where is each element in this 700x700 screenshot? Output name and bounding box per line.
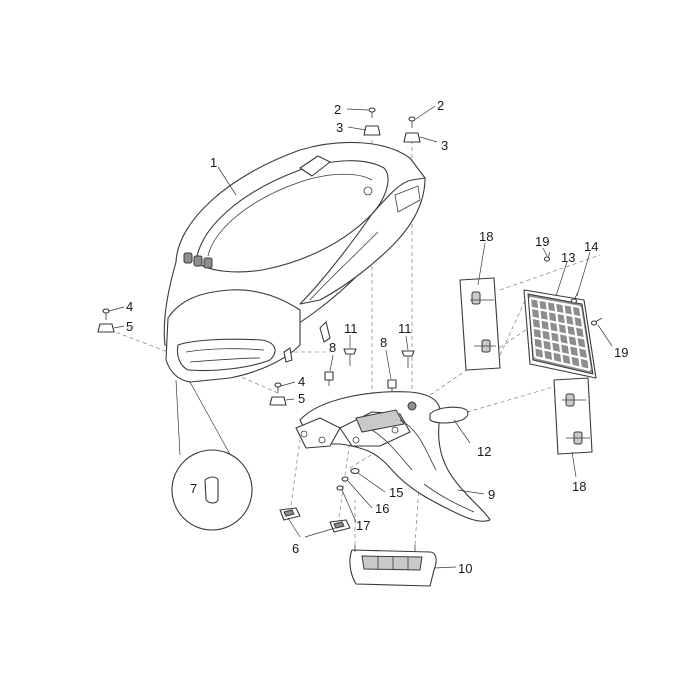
callout-4-lower: 4 [298, 374, 305, 389]
top-screw-left [368, 107, 376, 118]
grid-line [534, 355, 591, 372]
callout-5-lower: 5 [298, 391, 305, 406]
bolt-11-left [343, 348, 357, 366]
plate-panel-lower [553, 377, 593, 455]
callout-16: 16 [375, 501, 389, 516]
left-clip-lower [269, 396, 287, 406]
callout-10: 10 [458, 561, 472, 576]
speed-nut-left [279, 507, 301, 521]
screw-19-upper [543, 251, 551, 262]
callout-6: 6 [292, 541, 299, 556]
callout-1: 1 [210, 155, 217, 170]
callout-2-right: 2 [437, 98, 444, 113]
callout-14: 14 [584, 239, 598, 254]
licence-plate-light [349, 545, 437, 587]
callout-18-upper: 18 [479, 229, 493, 244]
callout-4-left: 4 [126, 299, 133, 314]
screw-14 [570, 291, 579, 304]
left-screw-upper [102, 308, 110, 320]
callout-19-lower: 19 [614, 345, 628, 360]
top-clip-left [363, 125, 381, 136]
callout-labels: 1 2 2 3 3 4 4 5 5 6 7 8 8 9 10 11 11 12 … [126, 98, 628, 576]
leader-lines [108, 105, 613, 569]
top-clip-right [403, 132, 421, 143]
callout-2-left: 2 [334, 102, 341, 117]
callout-13: 13 [561, 250, 575, 265]
callout-3-left: 3 [336, 120, 343, 135]
callout-8-left: 8 [329, 340, 336, 355]
left-screw-lower [274, 382, 282, 393]
bolt-11-right [401, 350, 415, 368]
top-screw-right [408, 116, 416, 128]
callout-9: 9 [488, 487, 495, 502]
callout-11-right: 11 [398, 321, 412, 336]
reflector [429, 406, 469, 424]
callout-19-upper: 19 [535, 234, 549, 249]
screw-8-right [387, 379, 397, 394]
rear-body-cowl [163, 141, 426, 383]
callout-12: 12 [477, 444, 491, 459]
callout-8-right: 8 [380, 335, 387, 350]
screw-19-lower [590, 317, 603, 326]
washer-15 [350, 467, 360, 475]
callout-3-right: 3 [441, 138, 448, 153]
grid-line [533, 346, 589, 361]
callout-15: 15 [389, 485, 403, 500]
callout-18-lower: 18 [572, 479, 586, 494]
washer-16 [341, 476, 349, 482]
callout-11-left: 11 [344, 321, 358, 336]
callout-5-left: 5 [126, 319, 133, 334]
plate-panel-upper [459, 277, 501, 371]
nut-17 [336, 485, 344, 491]
callout-17: 17 [356, 518, 370, 533]
plate-holder-grid [523, 289, 597, 379]
detail-callout [171, 379, 253, 531]
callout-7: 7 [190, 481, 197, 496]
grid-line [578, 306, 592, 371]
screw-8-left [324, 371, 334, 386]
speed-nut-right [329, 519, 351, 533]
left-clip-upper [97, 323, 115, 333]
rear-mudguard [295, 391, 491, 522]
